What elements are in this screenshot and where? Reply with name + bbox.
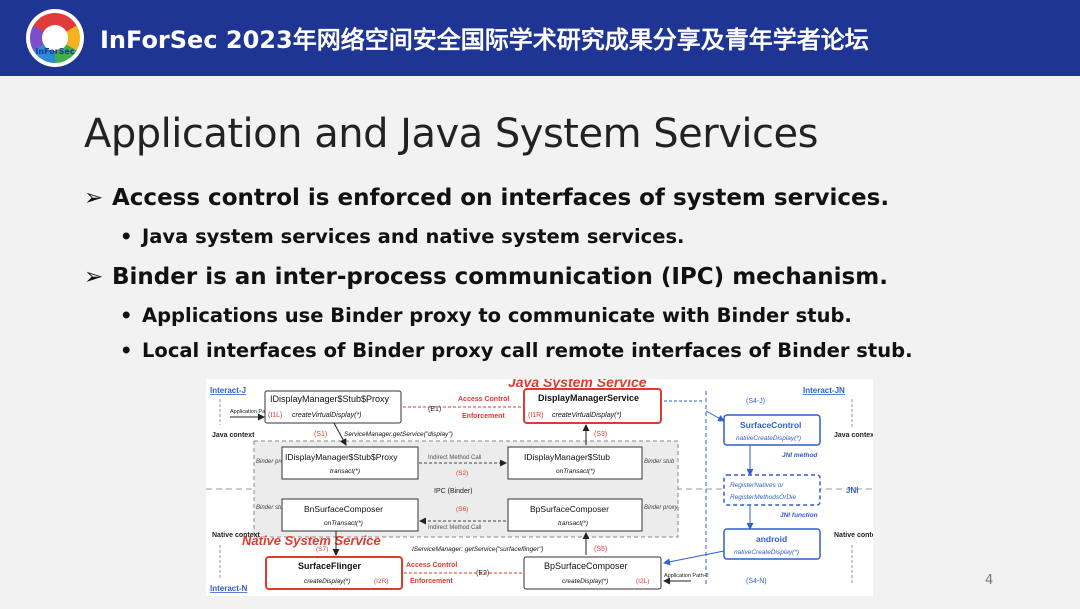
binder-stub-right: Binder stub xyxy=(644,459,675,465)
jni-label: JNI xyxy=(846,486,858,495)
android-method: nativeCreateDisplay(*) xyxy=(734,549,799,556)
architecture-diagram: Interact-J Interact-N Interact-JN Java c… xyxy=(206,379,873,596)
indirect-call-bottom: Indirect Method Call xyxy=(428,525,481,531)
enforcement-bottom: Enforcement xyxy=(410,578,453,585)
sub-bullet-text: Applications use Binder proxy to communi… xyxy=(142,304,852,327)
dot-bullet-icon: • xyxy=(120,339,133,362)
indirect-call-top: Indirect Method Call xyxy=(428,455,481,461)
s1-label: (S1) xyxy=(314,431,327,438)
sf-method: createDisplay(*) xyxy=(304,578,350,585)
proxy-inner-box xyxy=(281,446,419,480)
bullet-1-text: Access control is enforced on interfaces… xyxy=(112,185,890,211)
bp-inner-title: BpSurfaceComposer xyxy=(530,504,609,514)
interact-jn-label: Interact-JN xyxy=(803,386,845,395)
access-control-top: Access Control xyxy=(458,396,509,403)
sub-bullet-2-2: • Local interfaces of Binder proxy call r… xyxy=(120,339,913,362)
app-path1-label: Application Path-1 xyxy=(230,409,275,415)
jni-method-label: JNI method xyxy=(782,452,818,459)
proxy-inner-method: transact(*) xyxy=(330,468,360,475)
java-system-service-label: Java System Service xyxy=(508,379,647,390)
bullet-2: ➢ Binder is an inter-process communicatio… xyxy=(84,264,888,290)
logo-core xyxy=(42,25,68,51)
stub-proxy-tag: (I1L) xyxy=(268,412,282,419)
access-control-bottom: Access Control xyxy=(406,562,457,569)
native-context-right: Native context xyxy=(834,532,873,539)
stub-inner-title: IDisplayManager$Stub xyxy=(524,452,610,462)
slide-title: Application and Java System Services xyxy=(84,111,818,157)
bp-bottom-title: BpSurfaceComposer xyxy=(544,561,628,571)
android-box xyxy=(723,528,821,560)
inforsec-logo: InForSec xyxy=(26,9,84,67)
s6-label: (S6) xyxy=(456,506,468,513)
jni-function-label: JNI function xyxy=(780,512,818,519)
binder-proxy-right: Binder proxy xyxy=(644,505,679,511)
bullet-2-text: Binder is an inter-process communication… xyxy=(112,264,888,290)
sf-tag: (I2R) xyxy=(374,578,388,585)
e1-label: (E1) xyxy=(428,406,441,413)
binder-proxy-left: Binder proxy xyxy=(256,459,291,465)
stub-inner-box xyxy=(507,446,643,480)
proxy-inner-title: IDisplayManager$Stub$Proxy xyxy=(285,452,398,462)
sub-bullet-text: Local interfaces of Binder proxy call re… xyxy=(142,339,913,362)
bn-title: BnSurfaceComposer xyxy=(304,504,383,514)
s5-label: (S5) xyxy=(594,546,607,553)
bp-bottom-method: createDisplay(*) xyxy=(562,578,608,585)
bp-inner-method: transact(*) xyxy=(558,520,588,527)
java-context-left: Java context xyxy=(212,432,255,439)
bn-box xyxy=(281,498,419,532)
sf-title: SurfaceFlinger xyxy=(298,561,362,571)
page-number: 4 xyxy=(985,573,994,588)
dms-title: DisplayManagerService xyxy=(538,393,639,403)
bullet-1: ➢ Access control is enforced on interface… xyxy=(84,185,889,211)
native-system-service-label: Native System Service xyxy=(242,533,381,548)
dms-method: createVirtualDisplay(*) xyxy=(552,412,622,419)
dms-box xyxy=(523,388,662,424)
dot-bullet-icon: • xyxy=(120,225,133,248)
surface-control-method: nativeCreateDisplay(*) xyxy=(736,435,801,442)
s4n-label: (S4-N) xyxy=(746,578,767,585)
dms-tag: (I1R) xyxy=(528,412,544,419)
banner-title: InForSec 2023年网络空间安全国际学术研究成果分享及青年学者论坛 xyxy=(100,26,869,54)
interact-j-label: Interact-J xyxy=(210,386,246,395)
arrow-bullet-icon: ➢ xyxy=(84,264,104,290)
java-context-right: Java context xyxy=(834,432,873,439)
register-box xyxy=(723,474,821,506)
sub-bullet-text: Java system services and native system s… xyxy=(142,225,685,248)
s5-text: IServiceManager: getService("surfaceflin… xyxy=(412,546,543,553)
logo-text: InForSec xyxy=(35,47,75,56)
stub-inner-method: onTransact(*) xyxy=(556,468,595,475)
stub-proxy-title: IDisplayManager$Stub$Proxy xyxy=(270,394,390,404)
top-banner: InForSec InForSec 2023年网络空间安全国际学术研究成果分享及… xyxy=(0,0,1080,76)
s2-label: (S2) xyxy=(456,470,468,477)
s3-label: (S3) xyxy=(594,431,607,438)
register-line1: RegisterNatives or xyxy=(730,482,784,489)
bp-inner-box xyxy=(507,498,643,532)
ipc-label: IPC (Binder) xyxy=(434,488,473,495)
stub-proxy-box xyxy=(264,390,402,424)
enforcement-top: Enforcement xyxy=(462,413,505,420)
stub-proxy-method: createVirtualDisplay(*) xyxy=(292,412,362,419)
app-path2-label: Application Path-2 xyxy=(664,573,709,579)
diagram-svg: Interact-J Interact-N Interact-JN Java c… xyxy=(206,379,873,593)
surfaceflinger-box xyxy=(265,556,403,590)
surface-control-title: SurfaceControl xyxy=(740,420,801,430)
register-line2: RegisterMethodsOrDie xyxy=(730,494,796,501)
arrow-bullet-icon: ➢ xyxy=(84,185,104,211)
native-context-left: Native context xyxy=(212,532,261,539)
s4j-label: (S4-J) xyxy=(746,398,765,405)
sub-bullet-2-1: • Applications use Binder proxy to commun… xyxy=(120,304,852,327)
binder-stub-left: Binder stub xyxy=(256,505,287,511)
e2-label: (E2) xyxy=(476,570,489,577)
bp-bottom-tag: (I2L) xyxy=(636,578,649,585)
android-title: android xyxy=(756,534,787,544)
sub-bullet-1-1: • Java system services and native system … xyxy=(120,225,684,248)
surface-control-box xyxy=(723,414,821,446)
s7-label: (S7) xyxy=(316,546,328,553)
bp-bottom-box xyxy=(523,556,662,590)
bn-method: onTransact(*) xyxy=(324,520,363,527)
interact-n-label: Interact-N xyxy=(210,584,248,593)
dot-bullet-icon: • xyxy=(120,304,133,327)
s1-text: ServiceManager.getService("display") xyxy=(344,431,453,438)
